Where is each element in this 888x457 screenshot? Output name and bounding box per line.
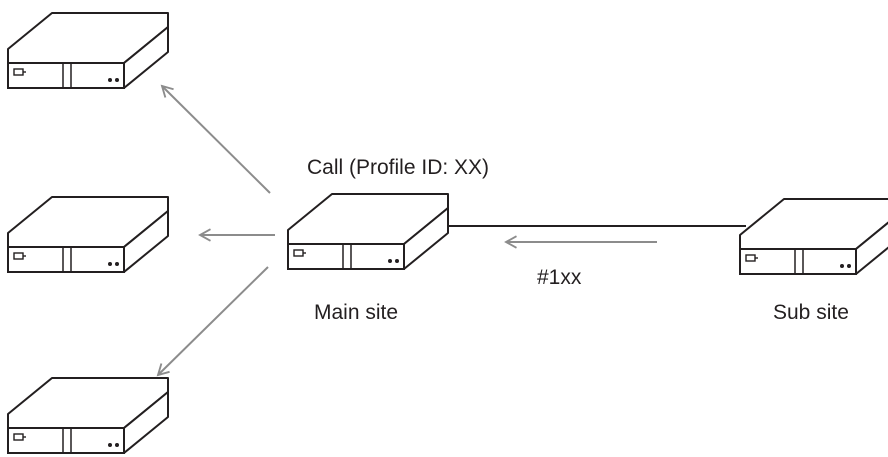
sub-site-device-icon [739,198,888,275]
main-site-device-icon [287,193,449,270]
device-middle-left-icon [7,196,169,273]
key-sequence-label: #1xx [537,266,582,289]
device-bottom-left-icon [7,377,169,454]
arrow-to-top-device [160,84,271,194]
arrow-to-bottom-device [156,266,269,377]
sub-site-label: Sub site [773,301,849,324]
main-site-label: Main site [314,301,399,324]
device-top-left-icon [7,12,169,89]
call-profile-label: Call (Profile ID: XX) [307,156,490,179]
